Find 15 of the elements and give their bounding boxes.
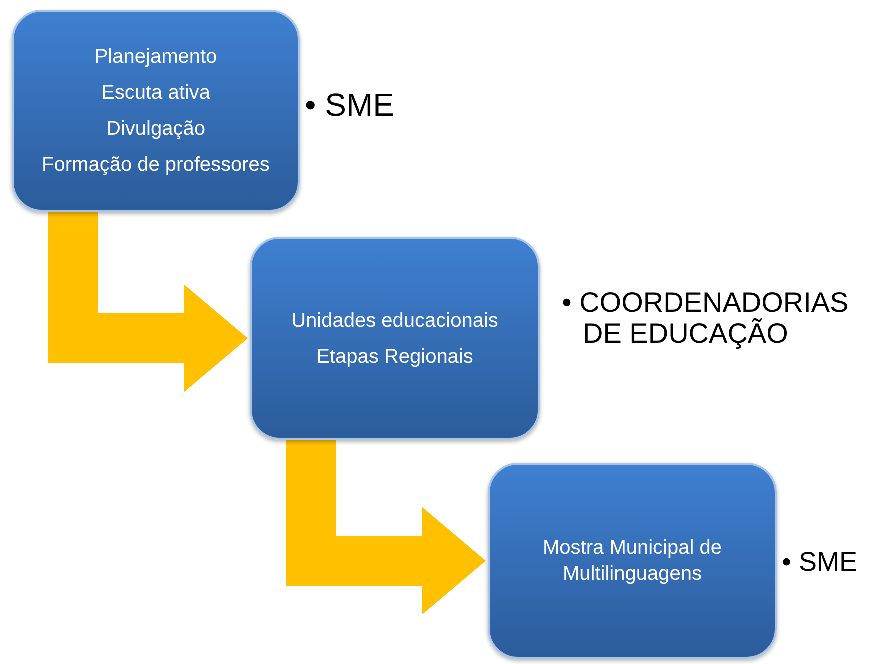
process-box xyxy=(12,10,300,212)
box-text: Planejamento xyxy=(94,45,218,70)
bent-arrow xyxy=(286,440,486,615)
bullet-item: • SME xyxy=(782,548,858,578)
bullet-item: • SME xyxy=(305,88,396,124)
box-text: Unidades educacionais xyxy=(292,308,498,334)
bent-arrow xyxy=(48,212,248,392)
process-box xyxy=(250,237,540,440)
process-box xyxy=(488,463,777,659)
box-text: Formação de professores xyxy=(42,153,270,178)
box-text: Divulgação xyxy=(106,117,206,142)
box-text: Mostra Municipal de Multilinguagens xyxy=(542,536,723,587)
bullet-item: • COORDENADORIAS DE EDUCAÇÃO xyxy=(562,288,850,350)
box-text: Etapas Regionais xyxy=(316,344,474,370)
box-text: Escuta ativa xyxy=(102,81,210,106)
